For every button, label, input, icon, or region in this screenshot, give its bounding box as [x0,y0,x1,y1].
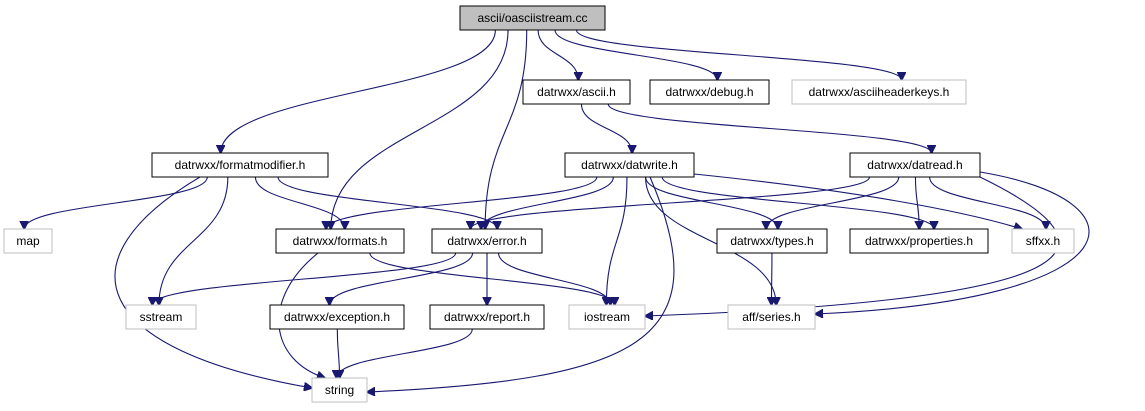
edge-datwrite_h-to-error_h [481,176,614,229]
node-types_h[interactable]: datrwxx/types.h [716,228,828,254]
node-label: datrwxx/datread.h [867,158,962,172]
node-box [849,152,981,178]
node-label: ascii/oasciistream.cc [477,11,587,25]
node-box [269,304,405,330]
node-box [459,5,606,31]
node-box [522,79,631,105]
node-series_h: aff/series.h [727,304,816,330]
edge-datread_h-to-properties_h [915,176,919,229]
edges [24,29,1090,392]
edge-datwrite_h-to-types_h [645,176,778,229]
node-label: iostream [584,310,630,324]
edge-datwrite_h-to-series_h [644,176,777,305]
edge-datread_h-to-series_h [815,171,1090,314]
node-box [151,152,329,178]
node-label: datrwxx/formatmodifier.h [175,158,306,172]
node-label: datrwxx/datwrite.h [581,158,678,172]
edge-ascii_h-to-datread_h [607,103,931,153]
node-box [431,228,543,254]
node-label: datrwxx/debug.h [665,85,753,99]
node-box [716,228,828,254]
edge-root-to-error_h [485,29,528,229]
edge-formatmodifier_h-to-sstream [159,176,229,305]
node-box [125,304,197,330]
node-exception_h[interactable]: datrwxx/exception.h [269,304,405,330]
node-label: sffxx.h [1026,234,1060,248]
edge-root-to-formats_h [331,29,509,229]
node-box [564,152,695,178]
edge-datwrite_h-to-properties_h [661,176,934,229]
node-label: datrwxx/report.h [444,310,530,324]
edge-root-to-debug_h [554,29,717,80]
node-box [275,228,405,254]
edge-formatmodifier_h-to-string [114,176,312,388]
node-label: datrwxx/formats.h [293,234,388,248]
node-label: datrwxx/ascii.h [537,85,616,99]
edge-formatmodifier_h-to-map [24,176,208,229]
node-report_h[interactable]: datrwxx/report.h [429,304,545,330]
node-label: sstream [140,310,183,324]
edge-datwrite_h-to-string [367,176,675,392]
node-datread_h[interactable]: datrwxx/datread.h [849,152,981,178]
edge-exception_h-to-string [337,328,339,378]
node-iostream: iostream [568,304,646,330]
node-label: aff/series.h [742,310,800,324]
node-formatmodifier_h[interactable]: datrwxx/formatmodifier.h [151,152,329,178]
node-box [791,79,967,105]
edge-datwrite_h-to-sffxx_h [693,173,1022,229]
node-label: datrwxx/asciiheaderkeys.h [809,85,950,99]
node-root[interactable]: ascii/oasciistream.cc [459,5,606,31]
edge-root-to-ascii_h [537,29,578,80]
nodes: ascii/oasciistream.cc datrwxx/ascii.h datr… [3,5,1075,403]
edge-error_h-to-sstream [152,252,457,305]
edge-datwrite_h-to-formats_h [326,176,598,229]
edge-error_h-to-iostream [498,252,611,305]
edge-error_h-to-exception_h [329,252,474,305]
node-box [568,304,646,330]
node-box [849,228,989,254]
edge-root-to-asciiheaderkeys_h [575,29,901,80]
edge-datread_h-to-sffxx_h [929,176,1046,229]
edge-formats_h-to-iostream [369,252,615,305]
node-error_h[interactable]: datrwxx/error.h [431,228,543,254]
edge-root-to-formatmodifier_h [221,29,496,153]
node-label: map [16,234,40,248]
node-label: string [325,383,354,397]
node-box [3,228,53,254]
node-ascii_h[interactable]: datrwxx/ascii.h [522,79,631,105]
node-properties_h[interactable]: datrwxx/properties.h [849,228,989,254]
node-label: datrwxx/error.h [447,234,526,248]
node-box [649,79,770,105]
node-string: string [311,377,368,403]
node-sstream: sstream [125,304,197,330]
node-box [1011,228,1075,254]
node-box [727,304,816,330]
edge-datread_h-to-error_h [471,176,871,229]
node-label: datrwxx/properties.h [865,234,973,248]
edge-datread_h-to-types_h [766,176,900,229]
node-label: datrwxx/exception.h [284,310,390,324]
node-sffxx_h: sffxx.h [1011,228,1075,254]
node-box [311,377,368,403]
edge-datwrite_h-to-iostream [606,176,628,305]
edge-formatmodifier_h-to-formats_h [254,176,344,229]
node-asciiheaderkeys_h: datrwxx/asciiheaderkeys.h [791,79,967,105]
node-map: map [3,228,53,254]
edge-report_h-to-string [336,328,473,378]
node-debug_h[interactable]: datrwxx/debug.h [649,79,770,105]
node-label: datrwxx/types.h [730,234,813,248]
node-box [429,304,545,330]
edge-ascii_h-to-datwrite_h [580,103,632,153]
node-formats_h[interactable]: datrwxx/formats.h [275,228,405,254]
node-datwrite_h[interactable]: datrwxx/datwrite.h [564,152,695,178]
